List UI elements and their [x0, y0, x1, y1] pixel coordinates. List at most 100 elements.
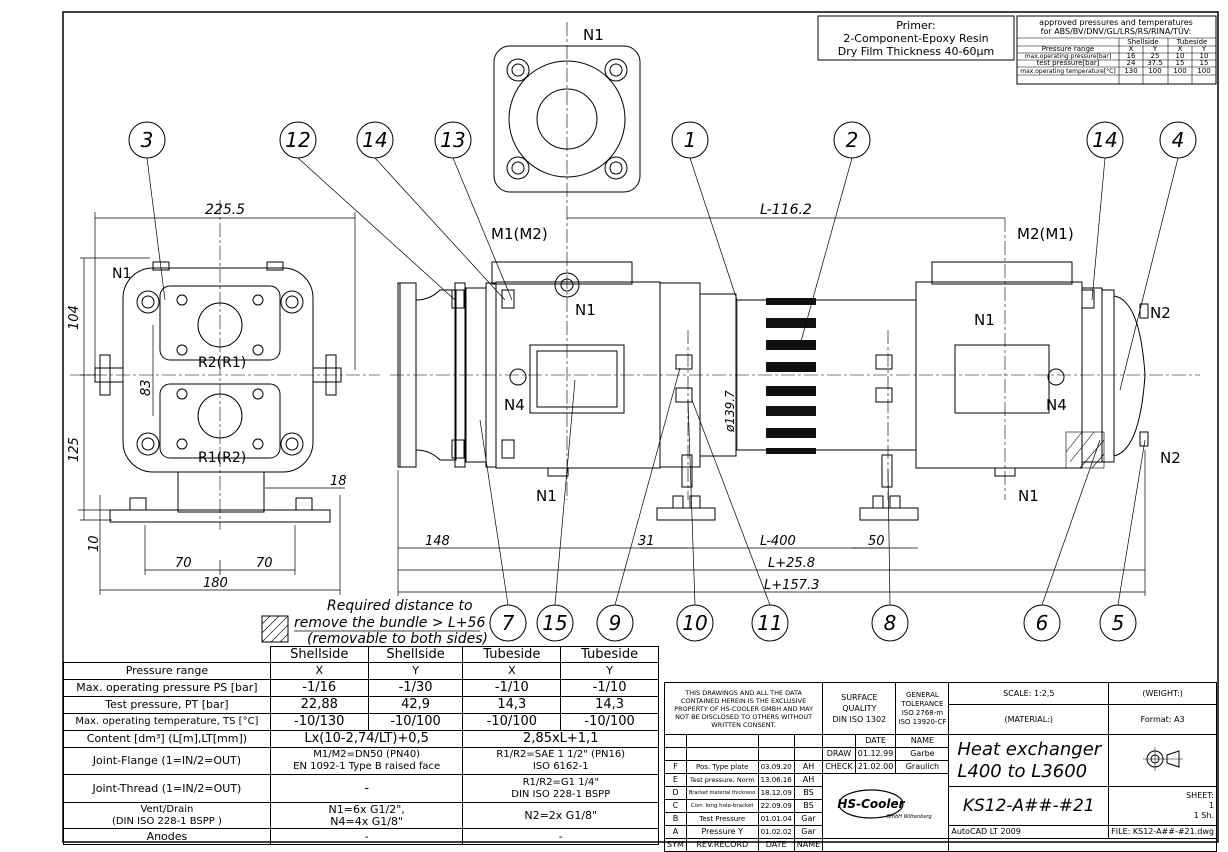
- sheet-count: 1 Sh.: [1193, 811, 1214, 820]
- sheet-label: SHEET:: [1186, 791, 1214, 800]
- spec-vent-tube: N2=2x G1/8": [462, 802, 659, 829]
- spec-thread-label: Joint-Thread (1=IN/2=OUT): [63, 774, 271, 803]
- note-line-1: Required distance to: [327, 598, 473, 614]
- rev-record: Test pressure, Norm: [685, 773, 759, 787]
- spec-vent-label-2: (DIN ISO 228-1 BSPP ): [111, 815, 222, 827]
- balloon-2: [833, 121, 871, 159]
- spec-cell: -10/130: [269, 713, 369, 731]
- table-row: Max. operating pressure PS [bar] -1/16 -…: [63, 679, 659, 697]
- approved-cell: 15: [1176, 59, 1185, 67]
- tolerance-line: ISO 13920-CF: [898, 717, 947, 726]
- spec-thread-tube-1: R1/R2=G1 1/4": [522, 776, 599, 788]
- spec-header-shellside-x: Shellside: [269, 646, 369, 663]
- m1m2-label: M1(M2): [491, 225, 548, 243]
- balloon-13: [434, 121, 472, 159]
- dim-148: 148: [425, 534, 450, 549]
- rev-record: Pos. Type plate: [685, 760, 759, 774]
- table-row: Test pressure, PT [bar] 22,88 42,9 14,3 …: [63, 696, 659, 714]
- balloon-1: [671, 121, 709, 159]
- balloon-text-2: 2: [846, 128, 859, 152]
- left-end-view: [70, 200, 380, 530]
- format-label: Format: A3: [1108, 704, 1217, 735]
- dim-225-5: 225.5: [205, 202, 245, 218]
- balloon-3: [128, 121, 166, 159]
- date-header: DATE: [854, 734, 897, 748]
- balloon-text-4: 4: [1172, 128, 1185, 152]
- check-date: 21.02.00: [854, 760, 897, 774]
- balloon-7: [489, 604, 527, 642]
- check-label: CHECK: [822, 760, 856, 774]
- sheet-number: 1: [1208, 801, 1214, 810]
- dim-18: 18: [330, 474, 347, 489]
- balloon-6: [1023, 604, 1061, 642]
- rev-record: Pressure Y: [685, 825, 759, 839]
- approved-row-label: test pressure[bar]: [1037, 59, 1100, 67]
- dim-50: 50: [868, 534, 885, 549]
- tolerance-line: GENERAL: [906, 690, 939, 699]
- draw-label: DRAW: [822, 747, 856, 761]
- spec-cell: Max. operating temperature, TS [°C]: [63, 713, 271, 731]
- n4-left: N4: [504, 396, 525, 414]
- approved-cell: 10: [1200, 52, 1209, 60]
- spec-cell: 22,88: [269, 696, 369, 714]
- spec-table: Shellside Shellside Tubeside Tubeside Pr…: [63, 646, 659, 845]
- m2m1-label: M2(M1): [1017, 225, 1074, 243]
- approved-cell: 25: [1151, 52, 1160, 60]
- spec-cell: Max. operating pressure PS [bar]: [63, 679, 271, 697]
- left-view-dimensions: [78, 212, 356, 595]
- spec-cell: 14,3: [462, 696, 562, 714]
- table-row: Joint-Flange (1=IN/2=OUT) M1/M2=DN50 (PN…: [63, 747, 659, 775]
- title-line-1: Heat exchanger: [957, 738, 1102, 760]
- title-block: THIS DRAWINGS AND ALL THE DATA CONTAINED…: [663, 682, 1217, 852]
- spec-cell: Pressure range: [63, 662, 271, 680]
- logo-text: HS-Cooler: [837, 797, 905, 811]
- spec-cell: 14,3: [560, 696, 659, 714]
- spec-cell: X: [462, 662, 562, 680]
- rev-header-record: REV.RECORD: [685, 838, 759, 852]
- table-row: Pressure range X Y X Y: [63, 662, 659, 680]
- name-header: NAME: [895, 734, 950, 748]
- approved-cell: 100: [1197, 67, 1210, 75]
- spec-cell: -1/10: [462, 679, 562, 697]
- approved-pressures-table: approved pressures and temperatures for …: [1016, 15, 1217, 85]
- balloon-numbers: 3 12 14 13 1 2 14 4 7 15 9 10 11 8 6 5: [141, 128, 1185, 635]
- rev-sym: A: [664, 825, 687, 839]
- balloon-text-14: 14: [1092, 128, 1117, 152]
- main-view-dimensions: [397, 217, 1146, 596]
- table-row: Vent/Drain(DIN ISO 228-1 BSPP ) N1=6x G1…: [63, 802, 659, 829]
- rev-record: Test Pressure: [685, 812, 759, 826]
- balloon-text-13: 13: [440, 128, 465, 152]
- approved-cell: 16: [1127, 52, 1136, 60]
- approved-cell: Y: [1201, 45, 1207, 53]
- n1-bottom-left: N1: [536, 487, 557, 505]
- balloon-4: [1159, 121, 1197, 159]
- spec-cell: Y: [367, 662, 464, 680]
- approved-row-label: max.operating pressure[bar]: [1025, 53, 1111, 60]
- approved-cell: X: [1178, 45, 1183, 53]
- title-line-2: L400 to L3600: [957, 760, 1088, 782]
- surface-line: SURFACE: [841, 693, 878, 702]
- hatched-section: [1065, 431, 1105, 469]
- spec-cell: -10/100: [462, 713, 562, 731]
- dim-83: 83: [139, 379, 154, 396]
- spec-cell: Y: [560, 662, 659, 680]
- balloon-text-10: 10: [682, 611, 707, 635]
- rev-record: Bracket material thickness: [685, 786, 759, 800]
- rev-name: Gar: [793, 825, 824, 839]
- spec-anodes-tube: -: [462, 828, 659, 845]
- projection-icon: [1142, 746, 1183, 771]
- rev-date: 22.09.09: [757, 799, 795, 813]
- spec-cell: -10/100: [367, 713, 464, 731]
- rev-sym: E: [664, 773, 687, 787]
- spec-cell: Test pressure, PT [bar]: [63, 696, 271, 714]
- surface-line: DIN ISO 1302: [832, 715, 887, 724]
- disclaimer-line: CONTAINED HEREIN IS THE EXCLUSIVE: [680, 696, 807, 705]
- rev-name: AH: [793, 760, 824, 774]
- disclaimer-line: THIS DRAWINGS AND ALL THE DATA: [685, 688, 802, 697]
- rev-date: 03.09.20: [757, 760, 795, 774]
- spec-cell: -1/16: [269, 679, 369, 697]
- balloon-10: [676, 604, 714, 642]
- table-row: Shellside Shellside Tubeside Tubeside: [63, 646, 659, 663]
- spec-content-tube: 2,85xL+1,1: [462, 730, 659, 748]
